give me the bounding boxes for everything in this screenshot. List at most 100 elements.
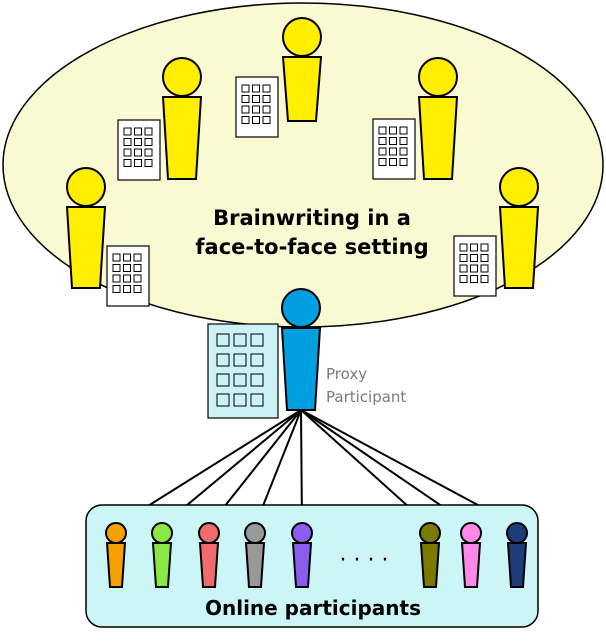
online-participants [105, 522, 528, 588]
sheet-cell [216, 333, 230, 347]
sheet-cell [480, 275, 489, 283]
sheet-cell [252, 84, 260, 93]
sheet-cell [216, 353, 230, 367]
sheet-cell [470, 275, 478, 283]
sheet-cell [459, 243, 468, 252]
person-icon [161, 57, 203, 180]
person-head [499, 167, 539, 207]
sheet-cell [123, 264, 131, 272]
person-head [105, 522, 127, 544]
person-body [65, 206, 107, 289]
person-body [244, 542, 266, 588]
sheet-cell [144, 148, 153, 157]
person-body [151, 542, 173, 588]
sheet-cell [252, 116, 260, 124]
person-head [291, 522, 313, 544]
person-body [498, 206, 540, 289]
person-icon [65, 167, 107, 289]
sheet-cell [252, 95, 260, 103]
sheet-cell [133, 285, 142, 293]
online-participant-icon [460, 522, 482, 588]
sheet-cell [399, 126, 408, 135]
sheet-cell [250, 333, 264, 347]
sheet-icon [453, 235, 497, 297]
person-icon [417, 57, 459, 180]
sheet-cell [389, 137, 397, 145]
online-participant-icon [506, 522, 528, 588]
sheet-cell [134, 127, 142, 136]
sheet-cell [112, 285, 121, 293]
sheet-cell [378, 147, 387, 156]
sheet-cell [262, 105, 271, 114]
sheet-cell [470, 264, 478, 273]
sheet-cell [399, 147, 408, 156]
sheet-cell [216, 393, 230, 407]
sheet-cell [389, 147, 397, 156]
sheet-cell [123, 159, 132, 167]
person-head [419, 522, 441, 544]
sheet-cell [123, 127, 132, 136]
sheet-cell [233, 373, 247, 387]
person-body [506, 542, 528, 588]
sheet-cell [399, 137, 408, 145]
sheet-cell [112, 264, 121, 272]
sheet-cell [134, 138, 142, 146]
person-body [419, 542, 441, 588]
person-head [66, 167, 106, 207]
person-head [282, 17, 322, 57]
face-to-face-participants [65, 17, 540, 307]
online-participant-icon [151, 522, 173, 588]
sheet-cell [123, 138, 132, 146]
proxy-label-line2: Participant [326, 388, 406, 406]
person-body [198, 542, 220, 588]
sheet-cell [133, 253, 142, 262]
sheet-cell [252, 105, 260, 114]
sheet-cell [241, 105, 250, 114]
sheet-cell [459, 264, 468, 273]
sheet-cell [233, 333, 247, 347]
face-to-face-title-line1: Brainwriting in a [213, 206, 411, 230]
sheet-icon [235, 76, 279, 138]
sheet-cell [470, 243, 478, 252]
sheet-cell [241, 95, 250, 103]
online-participant-icon [198, 522, 220, 588]
person-head [460, 522, 482, 544]
sheet-cell [378, 126, 387, 135]
sheet-cell [144, 138, 153, 146]
sheet-icon [372, 118, 416, 180]
proxy-label-line1: Proxy [326, 365, 367, 383]
proxy-participant [207, 288, 322, 419]
person-icon [498, 167, 540, 289]
sheet-cell [123, 285, 131, 293]
person-body [281, 56, 323, 122]
sheet-cell [233, 393, 247, 407]
sheet-cell [480, 243, 489, 252]
sheet-cell [123, 253, 131, 262]
sheet-cell [459, 254, 468, 262]
sheet-cell [262, 95, 271, 103]
person-body [460, 542, 482, 588]
sheet-cell [470, 254, 478, 262]
sheet-icon [207, 323, 279, 419]
person-head [281, 288, 321, 328]
sheet-cell [250, 373, 264, 387]
sheet-cell [480, 254, 489, 262]
online-participant-icon [291, 522, 313, 588]
sheet-cell [378, 137, 387, 145]
person-body [105, 542, 127, 588]
person-body [161, 96, 203, 180]
person-head [151, 522, 173, 544]
sheet-icon [106, 245, 150, 307]
sheet-cell [112, 253, 121, 262]
online-participant-icon [244, 522, 266, 588]
person-body [291, 542, 313, 588]
sheet-cell [250, 353, 264, 367]
sheet-cell [133, 264, 142, 272]
person-head [198, 522, 220, 544]
person-icon [280, 288, 322, 411]
sheet-cell [389, 126, 397, 135]
sheet-cell [134, 148, 142, 157]
person-icon [281, 17, 323, 122]
sheet-cell [378, 158, 387, 166]
